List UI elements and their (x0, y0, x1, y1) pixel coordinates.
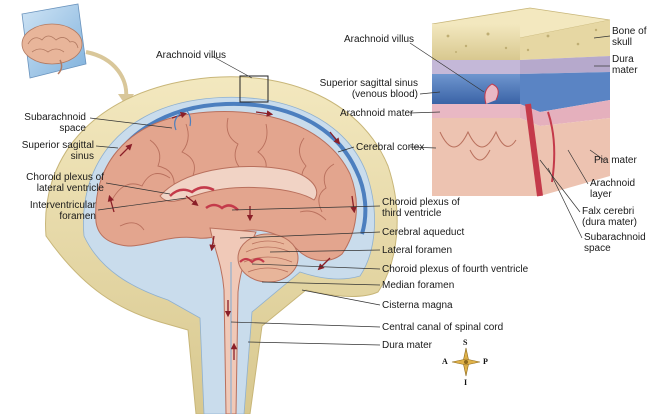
compass-rose (451, 347, 481, 377)
label-cerebral-cortex: Cerebral cortex (356, 142, 425, 153)
label-median-foramen: Median foramen (382, 280, 455, 291)
magnification-box (239, 75, 269, 103)
label-bone-of-skull: Bone of skull (612, 26, 647, 48)
label-inset-subarachnoid-space: Subarachnoid space (584, 232, 646, 254)
label-choroid-plexus-fourth: Choroid plexus of fourth ventricle (382, 264, 529, 275)
thumbnail-pointer-arrow (85, 50, 129, 99)
label-lateral-foramen: Lateral foramen (382, 245, 453, 256)
csf-flow-arrows (107, 110, 357, 360)
label-cisterna-magna: Cisterna magna (382, 300, 453, 311)
label-pia-mater: Pia mater (594, 155, 637, 166)
label-inset-arachnoid-villus: Arachnoid villus (344, 34, 415, 45)
label-interventricular-foramen: Interventricular foramen (29, 200, 96, 222)
compass-superior-label: S (463, 338, 468, 347)
choroid-plexus-lateral (169, 186, 215, 197)
orientation-thumbnail (21, 3, 87, 79)
label-choroid-plexus-lateral: Choroid plexus of lateral ventricle (26, 172, 104, 194)
label-cerebral-aqueduct: Cerebral aqueduct (382, 227, 465, 238)
meninges-inset (431, 7, 611, 197)
label-superior-sagittal-sinus: Superior sagittal sinus (21, 140, 94, 162)
choroid-plexus-third (205, 203, 239, 211)
label-dura-mater-main: Dura mater (382, 340, 433, 351)
leader-lines (89, 35, 611, 346)
label-central-canal: Central canal of spinal cord (382, 322, 504, 333)
label-falx-cerebri: Falx cerebri (dura mater) (582, 206, 638, 228)
label-inset-arachnoid-mater: Arachnoid mater (340, 108, 414, 119)
lateral-ventricle (159, 165, 318, 202)
arachnoid-villi-main (174, 109, 192, 131)
compass-anterior-label: A (442, 357, 448, 366)
label-choroid-plexus-third: Choroid plexus of third ventricle (382, 197, 460, 219)
compass-inferior-label: I (464, 378, 468, 387)
choroid-plexus-fourth (239, 257, 265, 264)
compass-posterior-label: P (483, 357, 488, 366)
label-arachnoid-layer: Arachnoid layer (590, 178, 636, 200)
label-arachnoid-villus: Arachnoid villus (156, 50, 227, 61)
label-inset-superior-sagittal-sinus: Superior sagittal sinus (venous blood) (319, 78, 418, 100)
label-inset-dura-mater: Dura mater (612, 54, 638, 76)
label-subarachnoid-space: Subarachnoid space (24, 112, 86, 134)
